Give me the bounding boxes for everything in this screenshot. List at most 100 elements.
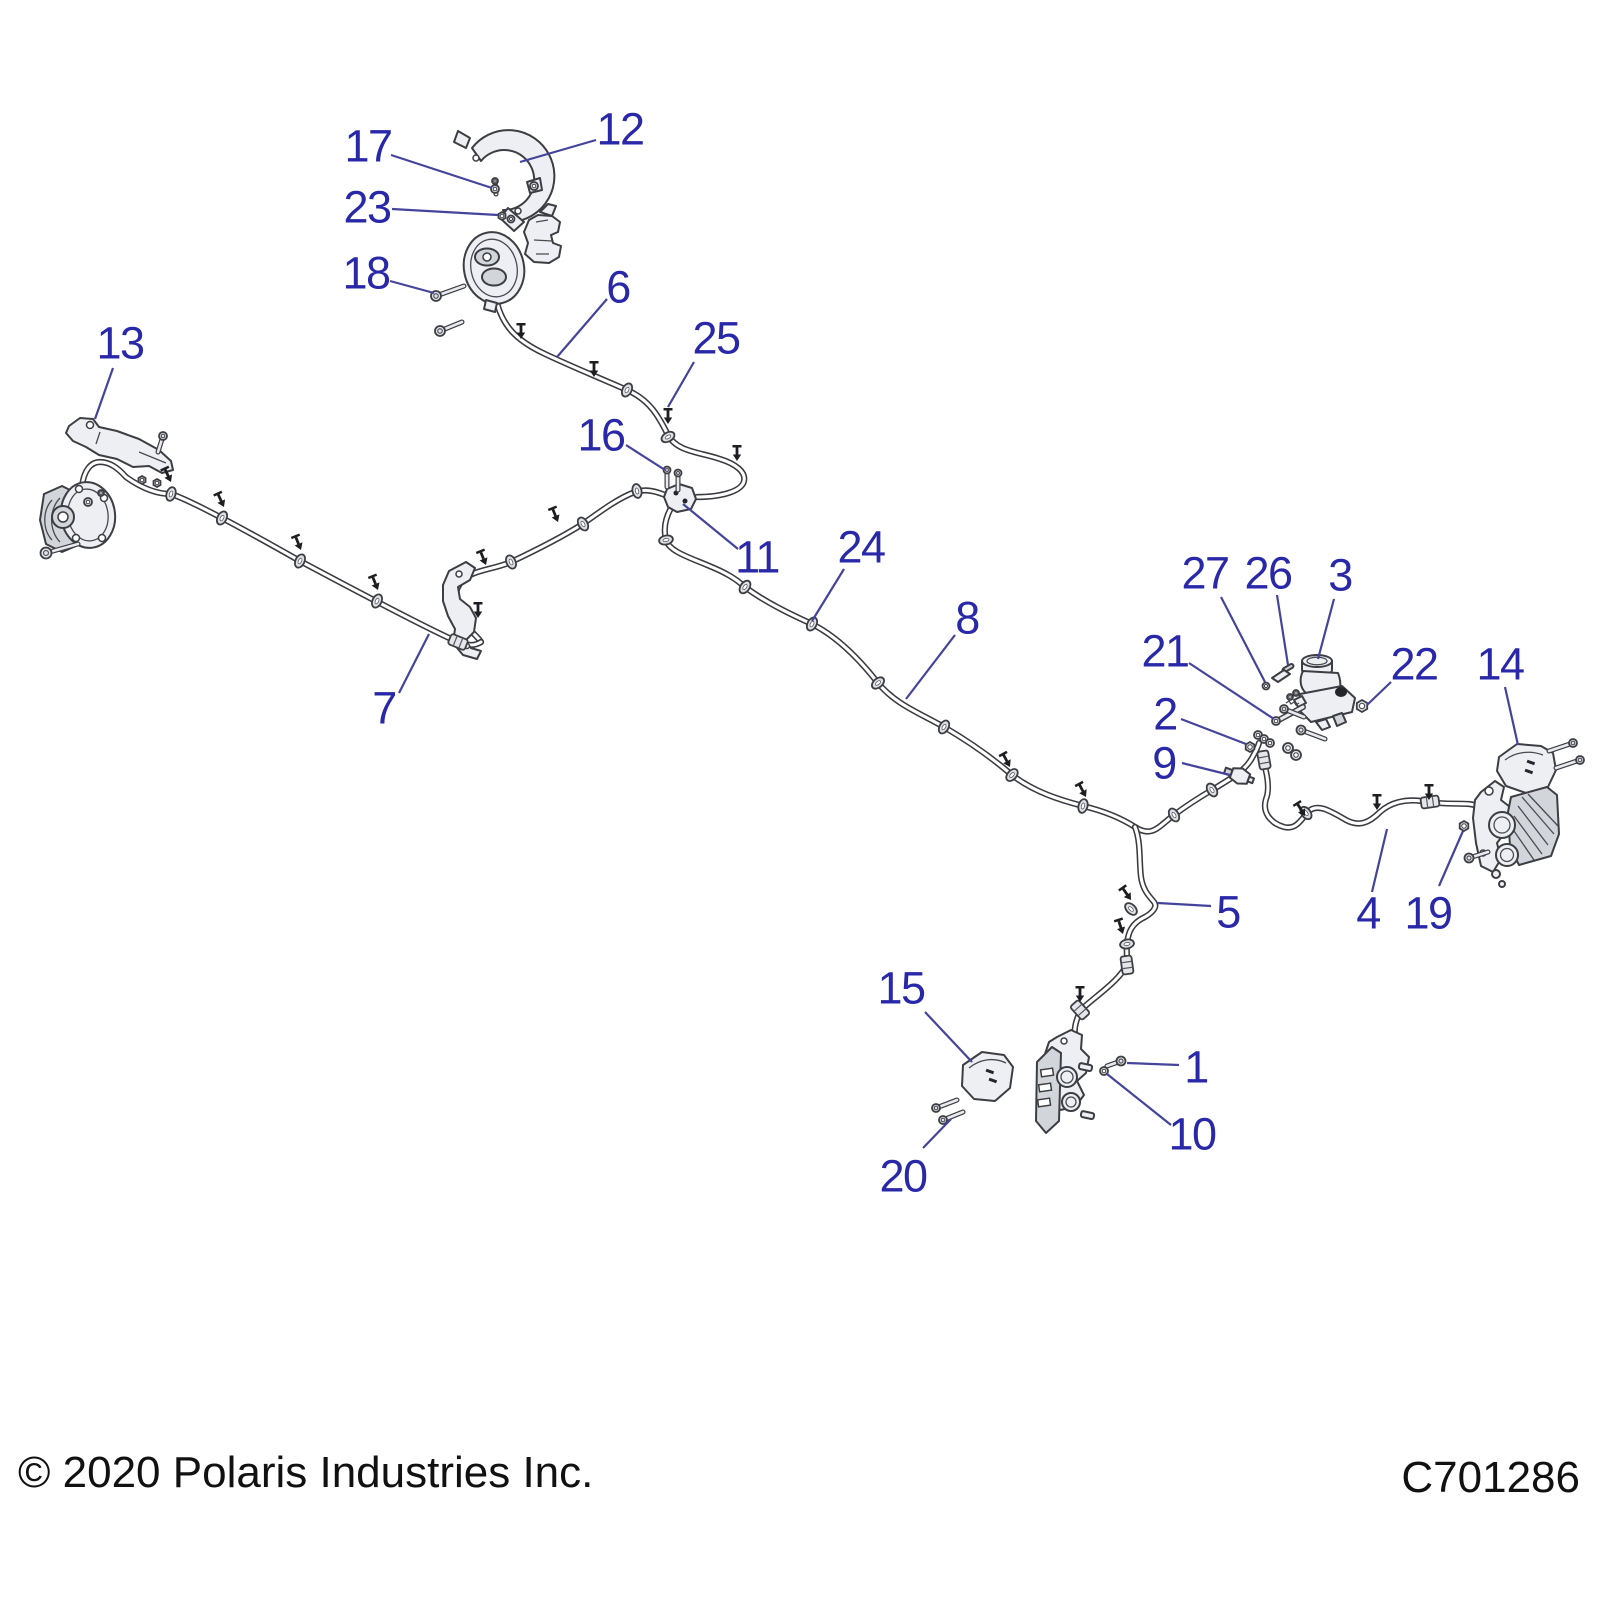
leader-line-25 (667, 361, 695, 408)
master-cylinder-assembly (1222, 654, 1356, 785)
bolt (1463, 849, 1491, 864)
junction-port (682, 498, 688, 504)
mount-rivet-arrow (367, 573, 380, 590)
callout-label-1: 1 (1184, 1042, 1208, 1093)
callout-label-11: 11 (735, 532, 779, 583)
leader-line-7 (398, 633, 430, 694)
leader-line-12 (519, 138, 597, 164)
caliper-piston (1061, 1092, 1081, 1112)
mount-rivet-arrow (475, 548, 488, 565)
line-clips-layer (165, 382, 1313, 950)
leader-line-10 (1106, 1073, 1172, 1126)
line-clip (1167, 807, 1181, 823)
caliper-piston-bore (1060, 1070, 1074, 1084)
line-clip (371, 593, 383, 609)
caliper-slide-pin (1079, 1110, 1096, 1121)
callout-label-7: 7 (372, 683, 396, 734)
mount-rivet-arrow (160, 465, 173, 482)
callout-label-16: 16 (577, 410, 625, 461)
hub-cylinder (481, 267, 507, 287)
leader-line-15 (924, 1011, 973, 1063)
leader-line-9 (1181, 761, 1231, 777)
left-hub-bore (57, 511, 69, 523)
pad-step (1036, 1097, 1052, 1108)
washer (1292, 689, 1300, 697)
nut (1458, 819, 1470, 833)
backing-plate-rim (470, 238, 518, 298)
upper-caliper-body (523, 214, 562, 264)
leader-line-20 (922, 1118, 952, 1149)
callout-label-23: 23 (343, 182, 391, 233)
callout-label-19: 19 (1404, 888, 1451, 939)
callout-label-9: 9 (1152, 738, 1176, 789)
front-upper-brake-assembly (453, 129, 562, 313)
line-clip (620, 382, 634, 398)
leader-line-27 (1220, 596, 1266, 683)
bolt (39, 541, 81, 560)
mount-rivet-arrow (1118, 884, 1131, 900)
reservoir-cap-top (1306, 656, 1328, 666)
washer (1290, 749, 1302, 761)
bracket-hole (514, 207, 522, 215)
mount-rivet-arrow (732, 445, 742, 461)
part-code: C701286 (1401, 1453, 1580, 1502)
mount-rivet-arrow (1424, 784, 1434, 800)
caliper-piston (1495, 843, 1519, 867)
line-clip (871, 676, 885, 690)
bottom-caliper-assembly (1035, 1029, 1096, 1134)
nut (1244, 740, 1256, 754)
mount-rivet-arrow (213, 490, 226, 507)
brake-line-5 (1075, 827, 1156, 1034)
leader-line-14 (1503, 686, 1520, 746)
leader-line-6 (556, 298, 608, 358)
leader-line-8 (905, 634, 956, 700)
callout-label-5: 5 (1216, 887, 1240, 938)
flange-hole (74, 484, 84, 494)
pad-friction-mark (985, 1068, 995, 1075)
leader-line-17 (390, 153, 493, 190)
caliper-fins (1511, 793, 1559, 861)
caliper-piston-bore (1065, 1096, 1077, 1108)
caliper-pin (1491, 869, 1501, 879)
caliper-piston (1056, 1066, 1078, 1088)
hose-fitting (1119, 954, 1135, 976)
bracket-hole (455, 570, 463, 578)
leader-line-24 (811, 568, 845, 622)
mount-rivet-arrow (589, 361, 599, 377)
mount-rivet-arrow (1372, 794, 1382, 810)
mount-rivet-arrow (1292, 800, 1306, 816)
leader-line-26 (1275, 594, 1290, 666)
caliper-piston-bore (1493, 816, 1511, 834)
nut (1355, 698, 1369, 714)
bracket-arm (65, 417, 174, 474)
mount-hole (1484, 786, 1494, 796)
pad-friction-mark (988, 1077, 998, 1084)
washer (1286, 693, 1294, 701)
bolt (1104, 1055, 1127, 1069)
pad-step (1039, 1067, 1055, 1078)
nut (152, 477, 162, 489)
leader-line-18 (389, 279, 435, 295)
line-clip (658, 534, 674, 546)
pad-curve (968, 1058, 1007, 1069)
washer (490, 184, 500, 194)
flange-hole (97, 533, 107, 543)
bolt (430, 283, 467, 302)
callout-label-24: 24 (837, 522, 885, 573)
bolts-layer (39, 177, 1585, 1125)
callout-label-6: 6 (606, 262, 630, 313)
mount-rivet-arrow (1075, 986, 1085, 1002)
line-clip (165, 486, 177, 502)
mc-outlet-port (1332, 712, 1347, 727)
callout-label-12: 12 (596, 104, 643, 155)
mc-knob (1335, 687, 1347, 697)
callout-label-25: 25 (692, 313, 740, 364)
line-clip (1119, 938, 1135, 950)
callout-label-15: 15 (877, 963, 925, 1014)
bolt (434, 319, 465, 337)
pad-curve (1504, 751, 1544, 761)
leader-line-5 (1157, 901, 1212, 908)
clevis-link (1271, 669, 1291, 683)
bolt (938, 1109, 966, 1125)
